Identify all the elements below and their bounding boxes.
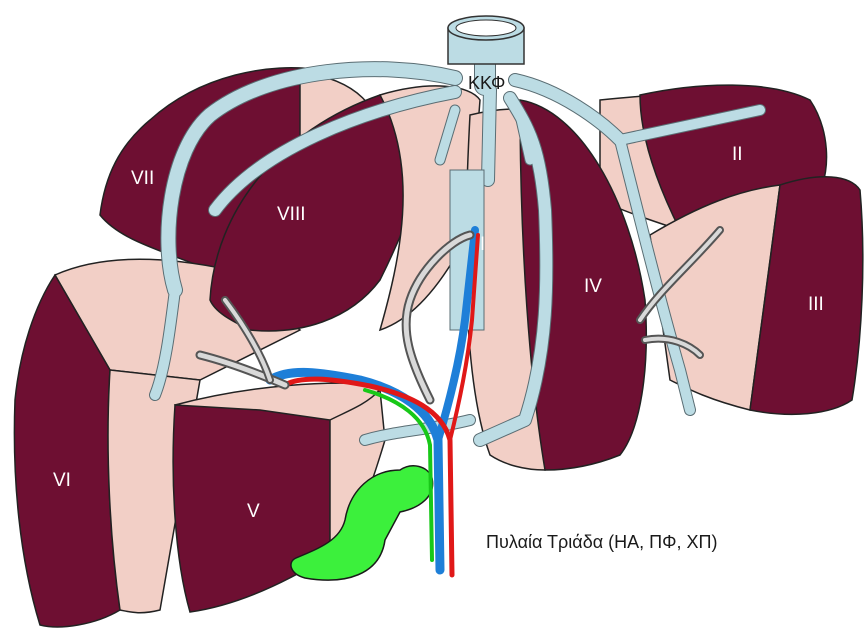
segment-iii-label: III	[808, 294, 824, 315]
portal-triad-label: Πυλαία Τριάδα (ΗΑ, ΠΦ, ΧΠ)	[486, 532, 718, 552]
ivc-label: ΚΚΦ	[468, 73, 505, 93]
segment-i-label: I	[480, 234, 485, 255]
segment-vii-label: VII	[131, 168, 154, 189]
segment-ii-label: II	[732, 144, 743, 165]
segment-viii-label: VIII	[277, 204, 306, 225]
ivc-top	[448, 16, 524, 64]
segment-v-label: V	[247, 501, 260, 522]
segment-vi-label: VI	[53, 470, 71, 491]
segment-iv-label: IV	[584, 276, 602, 297]
